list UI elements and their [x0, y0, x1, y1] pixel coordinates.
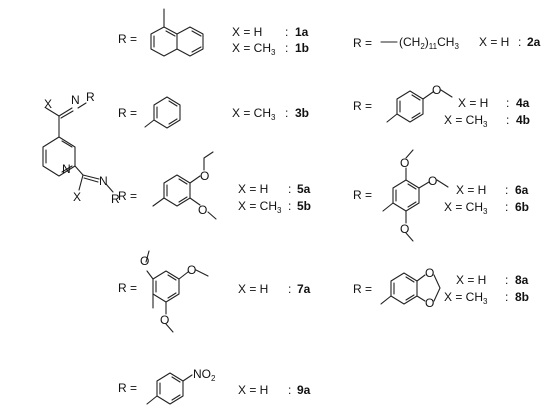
label-7a: 7a — [297, 282, 311, 296]
r-prefix-2: R = — [353, 36, 372, 50]
r-prefix-5: R = — [118, 189, 137, 203]
pyridine-diimine-core: X N R N X R N — [42, 90, 120, 206]
label-1b: 1b — [295, 41, 309, 55]
label-8b: 8b — [515, 290, 529, 304]
x-h-7a: X = H — [238, 282, 268, 296]
x-ch3-1b: X = CH3 — [232, 41, 276, 57]
atom-o-7-bottom: O — [160, 313, 169, 327]
label-4a: 4a — [516, 96, 530, 110]
x-ch3-3b: X = CH3 — [232, 106, 276, 122]
substituent-dodecyl: R = (CH2)11CH3 — [353, 35, 459, 51]
substituent-4-nitrophenyl: R = NO2 — [118, 367, 216, 405]
x-h-6a: X = H — [456, 183, 486, 197]
core-n-top: N — [71, 93, 80, 107]
label-4b: 4b — [516, 113, 530, 127]
substituent-3-4-dimethoxyphenyl: R = O O — [118, 151, 217, 220]
atom-o-8-top: O — [425, 266, 434, 280]
substituent-ortho-tolyl: R = — [118, 96, 181, 129]
core-x-top: X — [44, 97, 52, 111]
x-h-1a: X = H — [232, 25, 262, 39]
r-prefix-1: R = — [118, 32, 137, 46]
colon-6a: : — [505, 183, 508, 197]
r-prefix-4: R = — [353, 99, 372, 113]
colon-8a: : — [505, 273, 508, 287]
x-h-8a: X = H — [456, 273, 486, 287]
label-2a: 2a — [527, 35, 541, 49]
atom-o-8-bottom: O — [425, 296, 434, 310]
x-h-2a: X = H — [479, 35, 509, 49]
atom-o-4: O — [432, 83, 441, 97]
substituent-2-4-6-trimethoxyphenyl: R = O O O — [118, 250, 209, 333]
x-h-5a: X = H — [238, 182, 268, 196]
label-3b: 3b — [295, 106, 309, 120]
label-5b: 5b — [297, 199, 311, 213]
x-ch3-5b: X = CH3 — [238, 199, 282, 215]
x-ch3-6b: X = CH3 — [444, 200, 488, 216]
label-9a: 9a — [297, 383, 311, 397]
x-ch3-8b: X = CH3 — [444, 290, 488, 306]
core-n-pyridine: N — [62, 162, 71, 176]
atom-o-7-right: O — [187, 263, 196, 277]
r-prefix-3: R = — [118, 106, 137, 120]
label-8a: 8a — [515, 273, 529, 287]
colon-4b: : — [506, 113, 509, 127]
colon-3b: : — [285, 106, 288, 120]
colon-8b: : — [505, 290, 508, 304]
r-prefix-8: R = — [353, 282, 372, 296]
r-prefix-9: R = — [118, 381, 137, 395]
colon-6b: : — [505, 200, 508, 214]
colon-2a: : — [518, 35, 521, 49]
x-ch3-4b: X = CH3 — [444, 113, 488, 129]
core-n-bottom: N — [99, 174, 108, 188]
core-r-bottom: R — [111, 192, 120, 206]
core-x-bottom: X — [73, 190, 81, 204]
label-6b: 6b — [515, 200, 529, 214]
colon-9a: : — [288, 383, 291, 397]
colon-1a: : — [285, 25, 288, 39]
atom-o-5b: O — [198, 203, 207, 217]
substituent-4-methoxyphenyl: R = O — [353, 83, 453, 123]
colon-1b: : — [285, 41, 288, 55]
label-1a: 1a — [295, 25, 309, 39]
atom-o-6-top: O — [400, 156, 409, 170]
atom-o-6-mid: O — [428, 174, 437, 188]
atom-o-6-bottom: O — [400, 222, 409, 236]
x-h-9a: X = H — [238, 383, 268, 397]
r-prefix-6: R = — [353, 188, 372, 202]
atom-o-7-top: O — [140, 254, 149, 268]
substituent-3-4-5-trimethoxyphenyl: R = O O O — [353, 149, 449, 242]
colon-4a: : — [506, 96, 509, 110]
alkyl-chain: (CH2)11CH3 — [399, 35, 459, 51]
substituent-1-naphthyl: R = — [118, 8, 204, 57]
substituent-benzodioxolyl: R = O O — [353, 266, 441, 310]
colon-5b: : — [288, 199, 291, 213]
r-prefix-7: R = — [118, 281, 137, 295]
atom-o-5a: O — [200, 169, 209, 183]
label-6a: 6a — [515, 183, 529, 197]
core-r-top: R — [86, 90, 95, 104]
label-5a: 5a — [297, 182, 311, 196]
x-h-4a: X = H — [458, 96, 488, 110]
nitro-group: NO2 — [193, 367, 216, 383]
colon-7a: : — [288, 282, 291, 296]
colon-5a: : — [288, 182, 291, 196]
